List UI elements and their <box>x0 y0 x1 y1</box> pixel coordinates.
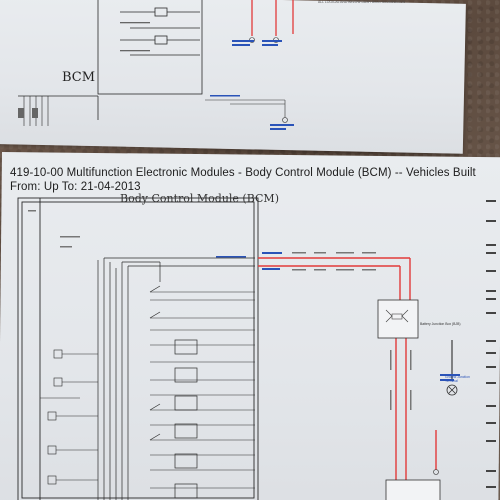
right-edge-labels <box>486 200 496 488</box>
top-ground-symbols <box>249 37 288 123</box>
top-blue-labels <box>210 40 294 130</box>
red-supply-wires <box>258 257 437 500</box>
page-title: 419-10-00 Multifunction Electronic Modul… <box>10 167 476 193</box>
bcm-internal-buses <box>97 257 255 500</box>
battery-junction-box <box>377 299 419 339</box>
grey-wire-labels <box>28 210 412 410</box>
ground-junction-note: Ground Junction Terminal <box>445 375 470 383</box>
top-grounds <box>205 99 286 118</box>
top-left-connectors <box>23 96 49 126</box>
top-grey-text-lines <box>18 22 150 118</box>
bcm-output-lines <box>150 291 255 489</box>
lower-connector <box>385 469 441 500</box>
blue-wire-labels <box>216 252 460 381</box>
ground-lamp-symbol <box>446 384 458 396</box>
fuse-box-label: Battery Junction Box (BJB) <box>420 322 461 326</box>
bcm-relay-switches <box>149 285 198 499</box>
top-red-wires <box>251 0 294 36</box>
top-bcm-label: BCM <box>62 70 96 85</box>
top-note-text: ALL LOGICAL AND BELOW DASH BULB ILLUMINA… <box>318 0 406 4</box>
bcm-outline <box>17 197 259 500</box>
module-heading: Body Control Module (BCM) <box>120 192 279 205</box>
bcm-left-inputs <box>40 349 98 485</box>
top-bcm-block <box>18 0 203 120</box>
